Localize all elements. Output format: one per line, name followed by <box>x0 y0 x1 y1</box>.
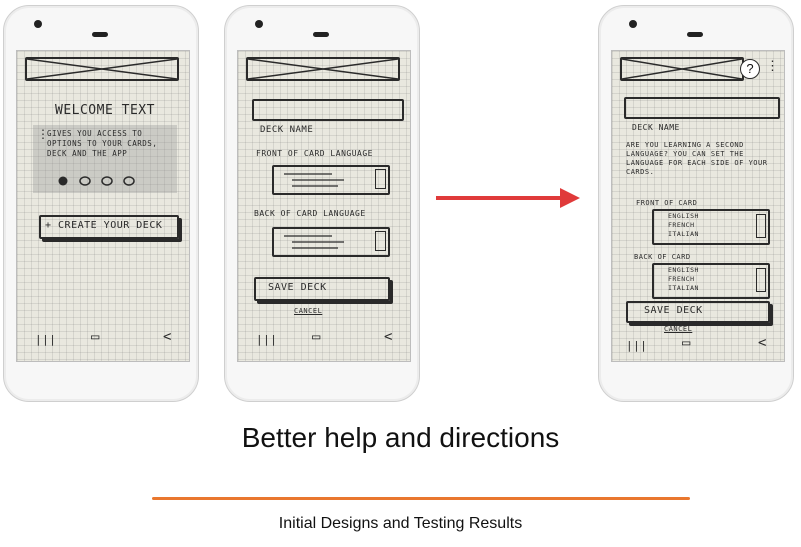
nav-home-icon[interactable]: ▭ <box>682 335 691 351</box>
sketch-screen-create-deck: DECK NAME FRONT OF CARD LANGUAGE BACK OF… <box>237 50 411 362</box>
placeholder-x-icon <box>27 59 177 79</box>
nav-back-icon[interactable]: < <box>163 329 172 345</box>
speaker-grille <box>687 32 703 37</box>
deck-name-input[interactable] <box>624 97 780 119</box>
nav-recent-icon[interactable]: ||| <box>626 339 648 352</box>
phone-mockup-create-deck-help: ? ⋮ DECK NAME ARE YOU LEARNING A SECOND … <box>598 5 794 402</box>
welcome-text: WELCOME TEXT <box>55 103 155 118</box>
phone-mockup-welcome: WELCOME TEXT ⋮ GIVES YOU ACCESS TO OPTIO… <box>3 5 199 402</box>
language-option[interactable]: ENGLISH <box>668 266 699 274</box>
camera-icon <box>255 20 263 28</box>
scribble-lines <box>284 235 344 249</box>
overflow-menu-icon[interactable]: ⋮ <box>766 59 780 74</box>
save-deck-label: SAVE DECK <box>644 305 703 316</box>
header-placeholder <box>246 57 400 81</box>
deck-name-label: DECK NAME <box>260 125 314 135</box>
back-language-label: BACK OF CARD <box>634 253 691 261</box>
language-option[interactable]: ENGLISH <box>668 212 699 220</box>
camera-icon <box>34 20 42 28</box>
scroll-handle[interactable] <box>375 169 386 189</box>
help-overlay: ⋮ GIVES YOU ACCESS TO OPTIONS TO YOUR CA… <box>33 125 177 193</box>
help-icon[interactable]: ? <box>740 59 760 79</box>
sketch-screen-welcome: WELCOME TEXT ⋮ GIVES YOU ACCESS TO OPTIO… <box>16 50 190 362</box>
nav-home-icon[interactable]: ▭ <box>312 329 321 345</box>
back-language-select[interactable] <box>272 227 390 257</box>
back-language-select[interactable]: ENGLISH FRENCH ITALIAN <box>652 263 770 299</box>
language-option[interactable]: ITALIAN <box>668 284 699 292</box>
language-option[interactable]: FRENCH <box>668 221 695 229</box>
nav-home-icon[interactable]: ▭ <box>91 329 100 345</box>
back-language-label: BACK OF CARD LANGUAGE <box>254 209 366 218</box>
save-deck-button[interactable]: SAVE DECK <box>626 301 770 323</box>
front-language-label: FRONT OF CARD LANGUAGE <box>256 149 373 158</box>
speaker-grille <box>92 32 108 37</box>
placeholder-x-icon <box>248 59 398 79</box>
speaker-grille <box>313 32 329 37</box>
deck-name-input[interactable] <box>252 99 404 121</box>
scroll-handle[interactable] <box>756 268 766 292</box>
save-deck-label: SAVE DECK <box>268 282 327 293</box>
scribble-lines <box>284 173 344 187</box>
front-language-label: FRONT OF CARD <box>636 199 698 207</box>
help-text: GIVES YOU ACCESS TO OPTIONS TO YOUR CARD… <box>47 129 158 158</box>
cancel-link[interactable]: CANCEL <box>664 325 693 333</box>
sketch-screen-create-deck-help: ? ⋮ DECK NAME ARE YOU LEARNING A SECOND … <box>611 50 785 362</box>
language-help-prompt: ARE YOU LEARNING A SECOND LANGUAGE? YOU … <box>626 141 768 176</box>
phone-mockup-create-deck: DECK NAME FRONT OF CARD LANGUAGE BACK OF… <box>224 5 420 402</box>
pagination-dots <box>58 176 135 186</box>
accent-underline <box>152 497 690 500</box>
camera-icon <box>629 20 637 28</box>
nav-back-icon[interactable]: < <box>758 335 767 351</box>
nav-recent-icon[interactable]: ||| <box>35 333 57 346</box>
header-placeholder <box>25 57 179 81</box>
transition-arrow-icon <box>436 188 580 208</box>
front-language-select[interactable]: ENGLISH FRENCH ITALIAN <box>652 209 770 245</box>
create-deck-button[interactable]: + CREATE YOUR DECK <box>39 215 179 239</box>
slide-footer: Initial Designs and Testing Results <box>278 515 523 532</box>
header-placeholder <box>620 57 744 81</box>
deck-name-label: DECK NAME <box>632 123 680 132</box>
save-deck-button[interactable]: SAVE DECK <box>254 277 390 301</box>
nav-recent-icon[interactable]: ||| <box>256 333 278 346</box>
scroll-handle[interactable] <box>375 231 386 251</box>
slide-heading: Better help and directions <box>241 422 560 453</box>
language-option[interactable]: FRENCH <box>668 275 695 283</box>
scroll-handle[interactable] <box>756 214 766 238</box>
menu-dots-icon: ⋮ <box>37 127 50 141</box>
create-deck-label: + CREATE YOUR DECK <box>45 220 163 231</box>
language-option[interactable]: ITALIAN <box>668 230 699 238</box>
front-language-select[interactable] <box>272 165 390 195</box>
cancel-link[interactable]: CANCEL <box>294 307 323 315</box>
nav-back-icon[interactable]: < <box>384 329 393 345</box>
placeholder-x-icon <box>622 59 742 79</box>
